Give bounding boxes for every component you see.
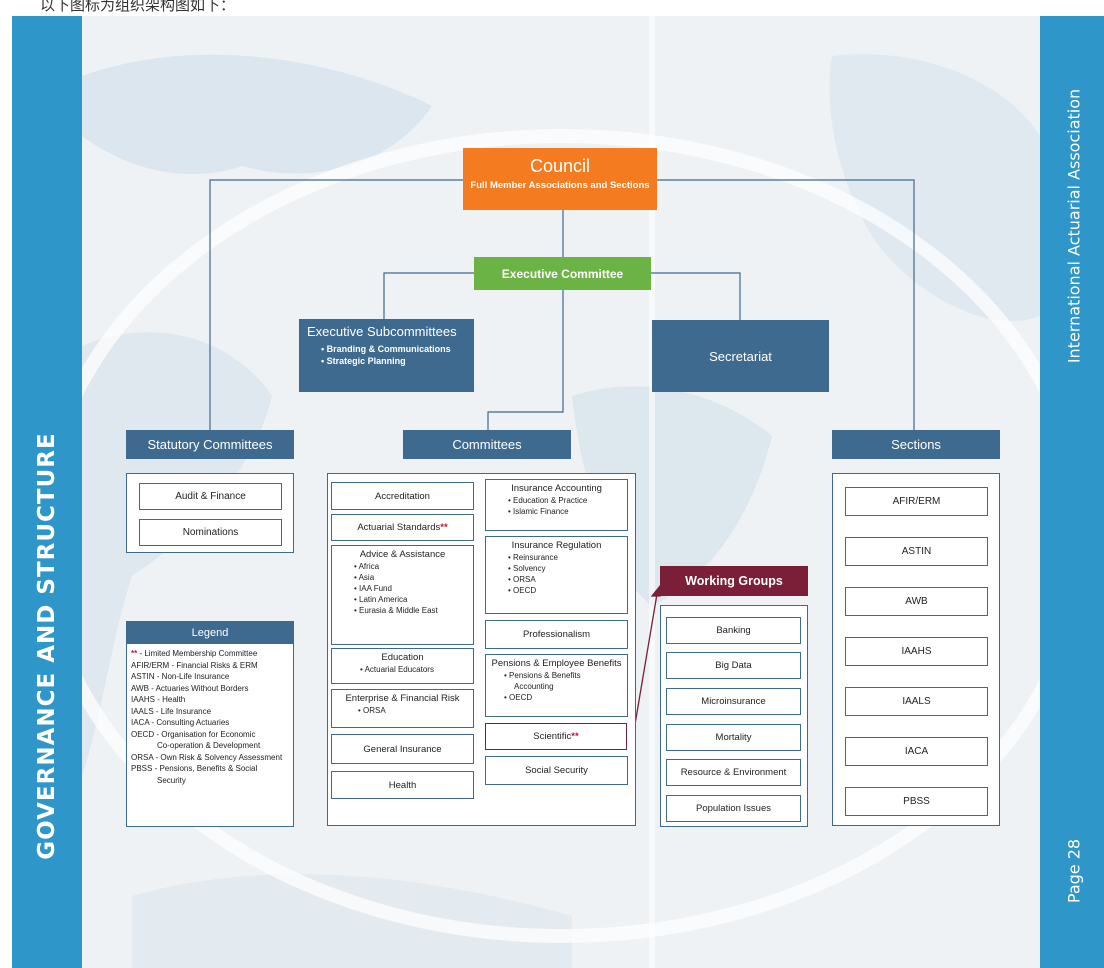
statutory-item-audit: Audit & Finance xyxy=(139,483,282,510)
insurance-regulation-item: ORSA xyxy=(508,574,627,585)
legend-item: ORSA - Own Risk & Solvency Assessment xyxy=(131,752,283,762)
legend-item: PBSS - Pensions, Benefits & Social xyxy=(131,764,258,773)
committee-actuarial-standards-label: Actuarial Standards xyxy=(357,522,441,533)
working-group-item: Population Issues xyxy=(666,795,801,822)
section-item: AFIR/ERM xyxy=(845,487,988,516)
pensions-item-continuation: Accounting xyxy=(514,682,554,691)
page-caption: 以下图标为组织架构图如下： xyxy=(40,0,236,14)
committee-insurance-regulation-title: Insurance Regulation xyxy=(511,540,602,551)
insurance-regulation-item: Solvency xyxy=(508,563,627,574)
insurance-accounting-item: Education & Practice xyxy=(508,495,627,506)
legend-item: Co-operation & Development xyxy=(157,741,261,750)
advice-item: Asia xyxy=(354,572,473,583)
subcommittee-item: Strategic Planning xyxy=(321,355,474,367)
committee-insurance-regulation: Insurance Regulation Reinsurance Solvenc… xyxy=(485,536,628,614)
left-band xyxy=(12,16,82,968)
working-groups-header: Working Groups xyxy=(660,566,808,596)
committee-professionalism: Professionalism xyxy=(485,620,628,649)
advice-item: Africa xyxy=(354,561,473,572)
advice-item: Eurasia & Middle East xyxy=(354,605,473,616)
committee-insurance-accounting-title: Insurance Accounting xyxy=(511,483,602,494)
insurance-regulation-item: OECD xyxy=(508,585,627,596)
working-group-item: Mortality xyxy=(666,724,801,751)
committee-advice-assistance: Advice & Assistance Africa Asia IAA Fund… xyxy=(331,545,474,645)
legend-item: OECD - Organisation for Economic xyxy=(131,729,256,739)
subcommittee-item: Branding & Communications xyxy=(321,343,474,355)
legend-item: ASTIN - Non-Life Insurance xyxy=(131,672,230,681)
committee-general-insurance: General Insurance xyxy=(331,734,474,764)
committee-pensions-title: Pensions & Employee Benefits xyxy=(491,658,622,669)
legend-item: IAAHS - Health xyxy=(131,695,186,704)
advice-item: IAA Fund xyxy=(354,583,473,594)
secretariat-box: Secretariat xyxy=(652,320,829,392)
pensions-item: Pensions & Benefits xyxy=(504,670,627,681)
section-item: IAALS xyxy=(845,687,988,716)
committees-header: Committees xyxy=(403,430,571,459)
committee-education-title: Education xyxy=(381,652,424,663)
legend-item: ** - Limited Membership Committee xyxy=(127,648,293,660)
legend-item: AWB - Actuaries Without Borders xyxy=(131,683,249,693)
council-title: Council xyxy=(529,156,591,176)
education-item: Actuarial Educators xyxy=(360,664,473,675)
working-group-item: Banking xyxy=(666,617,801,644)
legend-box: Legend ** - Limited Membership Committee… xyxy=(126,621,294,827)
legend-item: IAALS - Life Insurance xyxy=(131,706,212,716)
pensions-item: OECD xyxy=(504,692,627,703)
committee-education: Education Actuarial Educators xyxy=(331,648,474,684)
legend-title: Legend xyxy=(127,622,293,644)
executive-subcommittees-title: Executive Subcommittees xyxy=(307,324,457,339)
sections-header: Sections xyxy=(832,430,1000,459)
advice-item: Latin America xyxy=(354,594,473,605)
right-band xyxy=(1040,16,1104,968)
committee-actuarial-standards: Actuarial Standards** xyxy=(331,514,474,541)
legend-item: Security xyxy=(157,775,186,785)
council-box: Council Full Member Associations and Sec… xyxy=(463,148,657,210)
committee-enterprise-financial-risk: Enterprise & Financial Risk ORSA xyxy=(331,689,474,728)
committee-scientific: Scientific** xyxy=(485,723,627,750)
legend-item: AFIR/ERM - Financial Risks & ERM xyxy=(131,660,258,670)
enterprise-item: ORSA xyxy=(358,705,473,716)
statutory-committees-header: Statutory Committees xyxy=(126,430,294,459)
executive-committee-box: Executive Committee xyxy=(474,257,651,290)
statutory-item-nominations: Nominations xyxy=(139,519,282,546)
section-item: ASTIN xyxy=(845,537,988,566)
working-group-item: Microinsurance xyxy=(666,688,801,715)
insurance-regulation-item: Reinsurance xyxy=(508,552,627,563)
insurance-accounting-item: Islamic Finance xyxy=(508,506,627,517)
legend-item-text: - Limited Membership Committee xyxy=(137,649,258,658)
committee-health: Health xyxy=(331,771,474,799)
committee-scientific-label: Scientific xyxy=(533,731,572,742)
council-subtitle: Full Member Associations and Sections xyxy=(470,180,650,191)
section-item: AWB xyxy=(845,587,988,616)
working-group-item: Resource & Environment xyxy=(666,759,801,786)
limited-membership-marker: ** xyxy=(131,649,138,658)
committee-advice-title: Advice & Assistance xyxy=(359,549,446,560)
limited-membership-marker: ** xyxy=(571,731,579,742)
working-group-item: Big Data xyxy=(666,652,801,679)
committee-social-security: Social Security xyxy=(485,756,628,785)
committee-insurance-accounting: Insurance Accounting Education & Practic… xyxy=(485,479,628,531)
section-item: IACA xyxy=(845,737,988,766)
limited-membership-marker: ** xyxy=(440,522,448,533)
committee-accreditation: Accreditation xyxy=(331,482,474,510)
executive-subcommittees-box: Executive Subcommittees Branding & Commu… xyxy=(299,319,474,392)
committee-enterprise-title: Enterprise & Financial Risk xyxy=(345,693,460,704)
committee-pensions-employee-benefits: Pensions & Employee Benefits Pensions & … xyxy=(485,654,628,717)
section-item: PBSS xyxy=(845,787,988,816)
legend-item: IACA - Consulting Actuaries xyxy=(131,718,230,727)
section-item: IAAHS xyxy=(845,637,988,666)
